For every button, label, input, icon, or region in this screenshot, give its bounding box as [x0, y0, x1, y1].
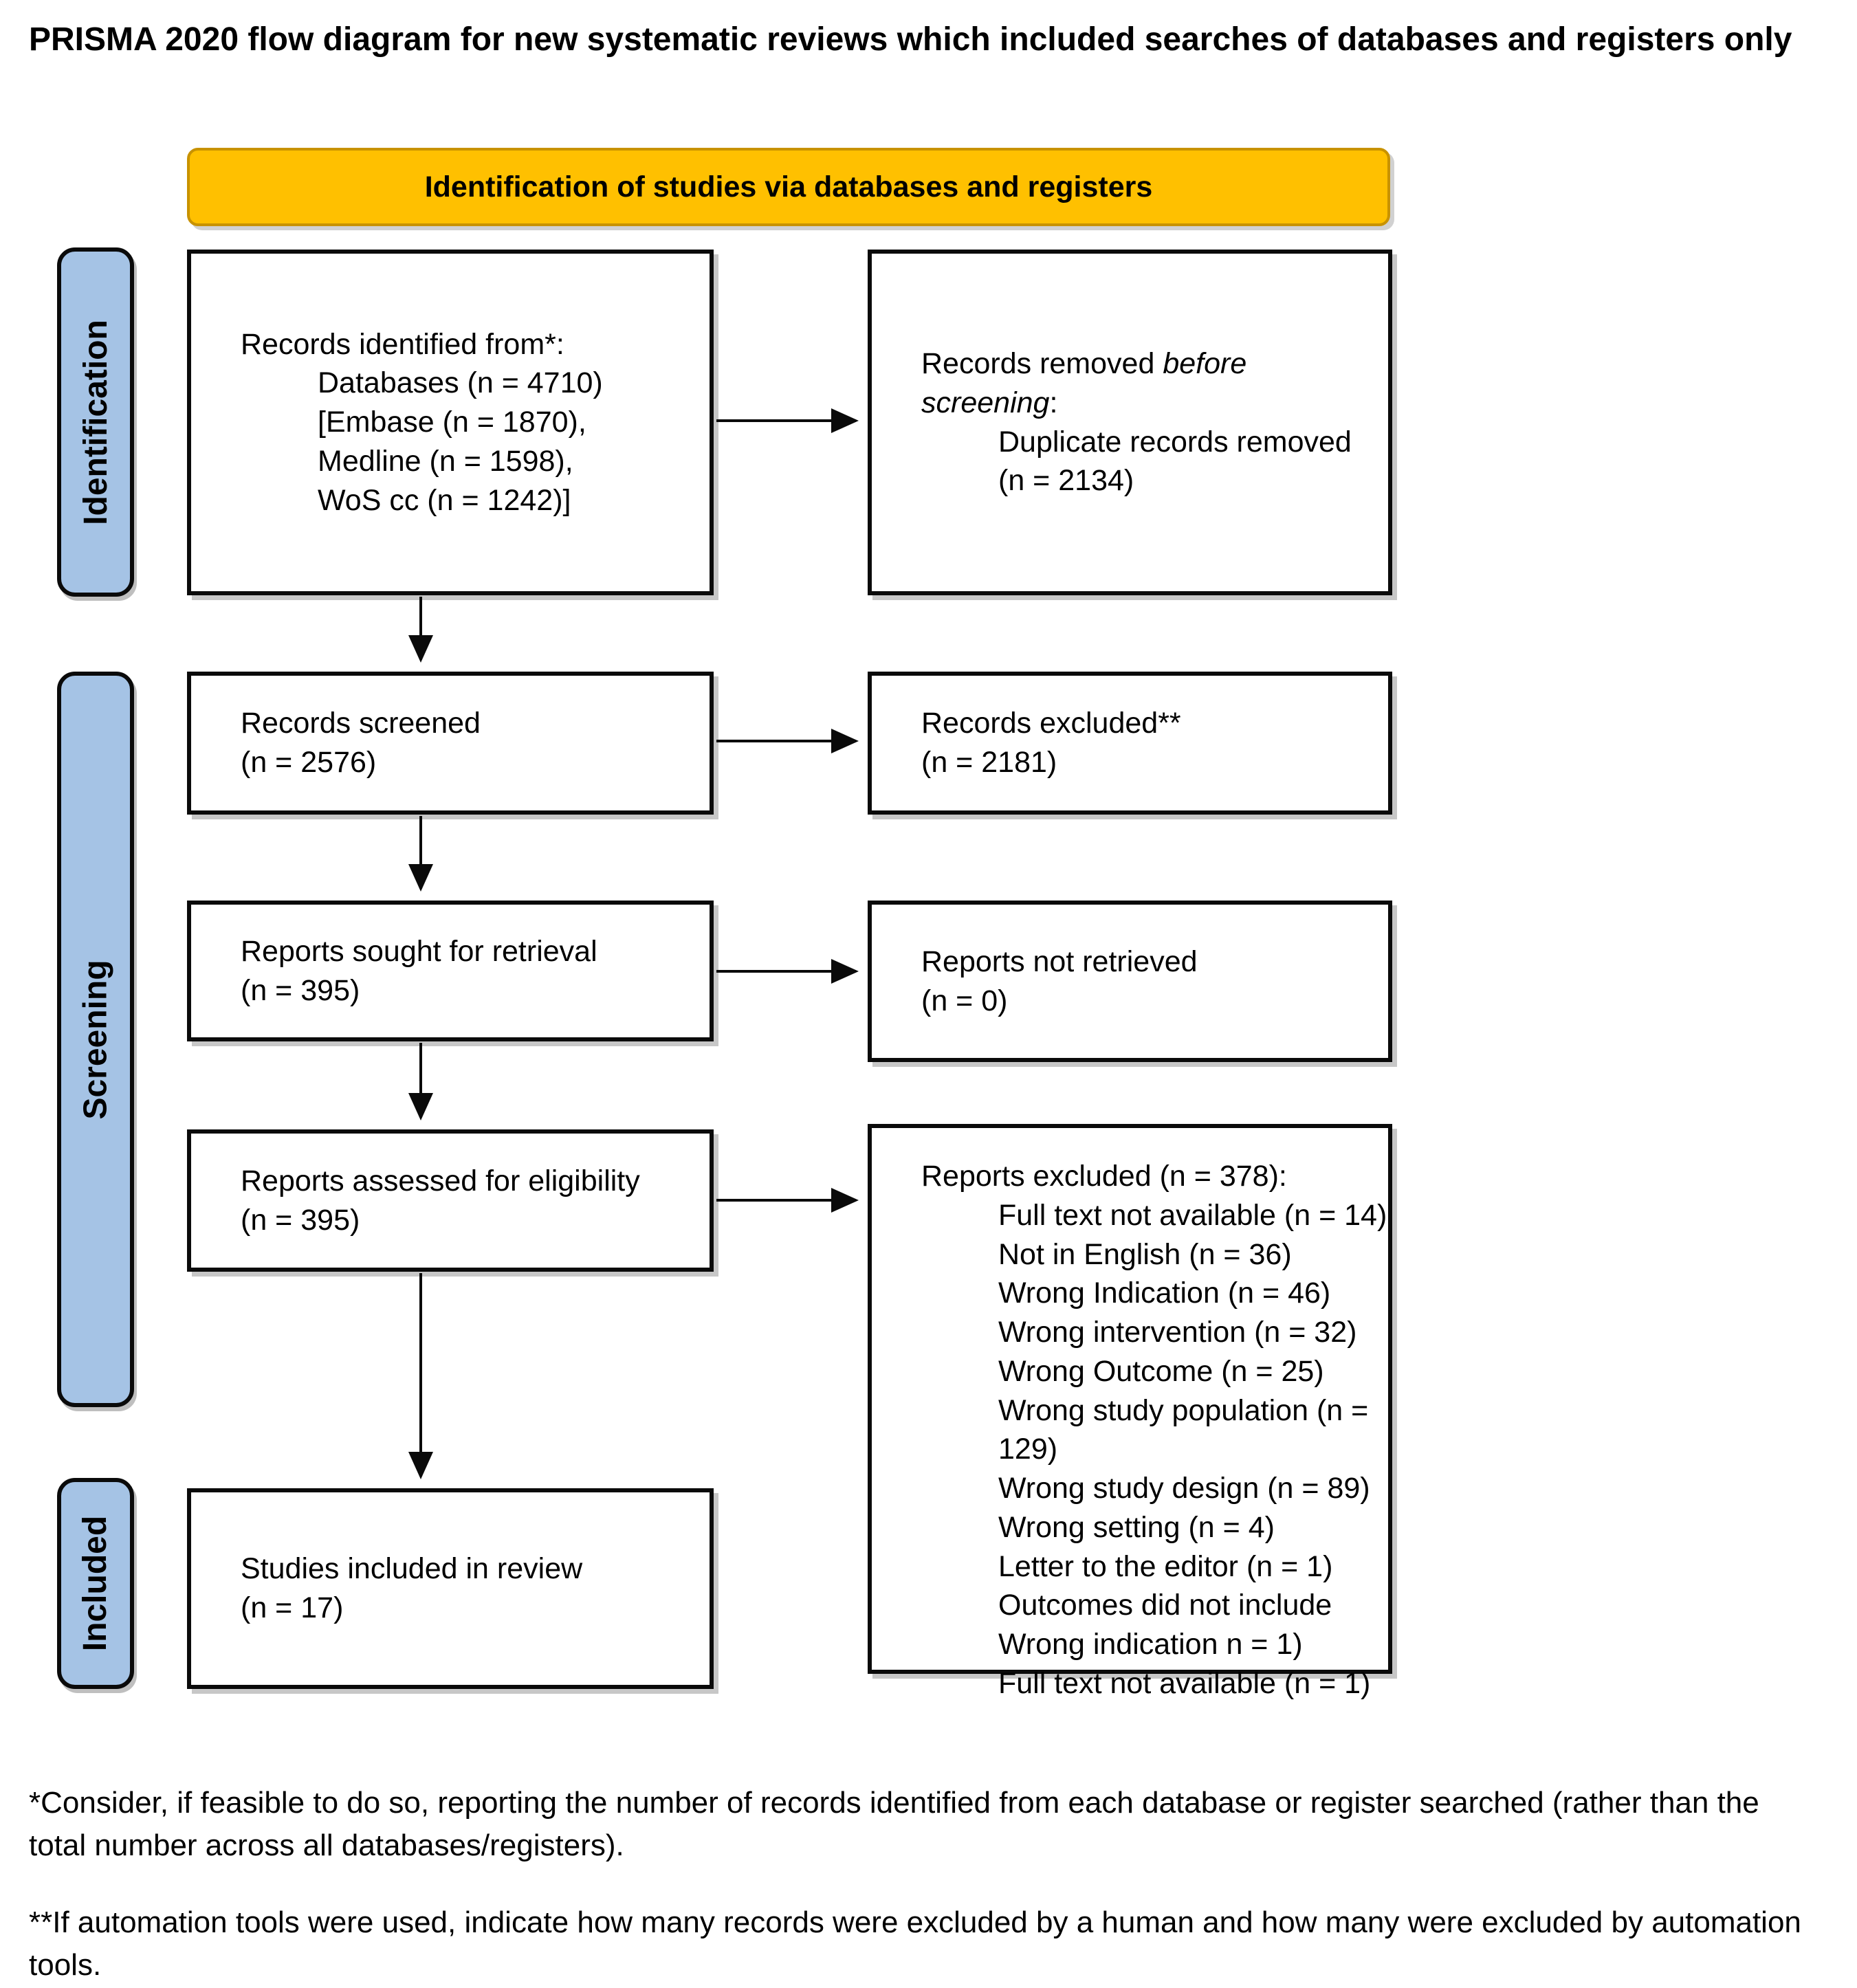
stage-included: Included [57, 1478, 134, 1689]
records-removed-item: Duplicate records removed [998, 425, 1352, 459]
reports-excluded-item: Wrong study design (n = 89) [998, 1472, 1370, 1505]
reports-excluded-item: Wrong indication n = 1) [998, 1628, 1303, 1661]
records-excluded-count: (n = 2181) [921, 746, 1057, 779]
box-records-removed-heading-line1: Records removed before [921, 347, 1247, 380]
reports-not-retrieved-line: Reports not retrieved [921, 945, 1198, 978]
footnote-automation: **If automation tools were used, indicat… [29, 1906, 1801, 1982]
reports-excluded-item: Wrong Indication (n = 46) [998, 1277, 1331, 1310]
reports-excluded-item: Wrong intervention (n = 32) [998, 1316, 1357, 1349]
page-title: PRISMA 2020 flow diagram for new systema… [29, 21, 1792, 58]
reports-excluded-item: Wrong study population (n = [998, 1393, 1369, 1427]
box-records-excluded: Records excluded** (n = 2181) [868, 672, 1392, 815]
records-screened-line: Records screened [241, 707, 481, 740]
reports-excluded-item: Not in English (n = 36) [998, 1237, 1292, 1271]
records-excluded-line: Records excluded** [921, 707, 1181, 740]
box-records-identified-heading: Records identified from*: [241, 327, 564, 361]
studies-included-line: Studies included in review [241, 1552, 583, 1586]
records-identified-item: [Embase (n = 1870), [318, 406, 586, 439]
stage-identification: Identification [57, 247, 134, 597]
reports-sought-line: Reports sought for retrieval [241, 934, 597, 968]
box-records-identified: Records identified from*: Databases (n =… [187, 250, 714, 595]
banner: Identification of studies via databases … [187, 148, 1390, 226]
records-screened-count: (n = 2576) [241, 746, 377, 779]
reports-excluded-heading: Reports excluded (n = 378): [921, 1160, 1287, 1193]
box-reports-not-retrieved: Reports not retrieved (n = 0) [868, 901, 1392, 1062]
stage-included-label: Included [77, 1515, 114, 1652]
stage-screening-label: Screening [77, 959, 114, 1120]
box-reports-assessed: Reports assessed for eligibility (n = 39… [187, 1129, 714, 1272]
reports-excluded-item: Letter to the editor (n = 1) [998, 1549, 1333, 1583]
reports-excluded-item: Wrong setting (n = 4) [998, 1510, 1275, 1544]
reports-not-retrieved-count: (n = 0) [921, 984, 1008, 1017]
box-records-removed-heading-line2: screening: [921, 386, 1058, 419]
records-identified-item: Medline (n = 1598), [318, 444, 573, 478]
reports-assessed-line: Reports assessed for eligibility [241, 1164, 640, 1197]
records-identified-item: WoS cc (n = 1242)] [318, 483, 571, 517]
reports-sought-count: (n = 395) [241, 973, 360, 1007]
reports-excluded-item: Full text not available (n = 14) [998, 1198, 1387, 1232]
box-reports-sought: Reports sought for retrieval (n = 395) [187, 901, 714, 1041]
reports-excluded-item: Outcomes did not include [998, 1589, 1332, 1622]
reports-assessed-count: (n = 395) [241, 1203, 360, 1237]
stage-screening: Screening [57, 672, 134, 1407]
box-studies-included: Studies included in review (n = 17) [187, 1488, 714, 1689]
records-identified-item: Databases (n = 4710) [318, 366, 603, 400]
reports-excluded-item: Full text not available (n = 1) [998, 1666, 1371, 1700]
box-records-removed: Records removed before screening: Duplic… [868, 250, 1392, 595]
reports-excluded-item: Wrong Outcome (n = 25) [998, 1354, 1324, 1388]
studies-included-count: (n = 17) [241, 1591, 344, 1624]
banner-label: Identification of studies via databases … [424, 170, 1153, 203]
records-removed-item: (n = 2134) [998, 464, 1134, 498]
box-records-screened: Records screened (n = 2576) [187, 672, 714, 815]
box-reports-excluded: Reports excluded (n = 378): Full text no… [868, 1124, 1392, 1700]
stage-identification-label: Identification [77, 319, 114, 525]
footnote-databases: *Consider, if feasible to do so, reporti… [29, 1786, 1759, 1862]
reports-excluded-item: 129) [998, 1433, 1058, 1466]
